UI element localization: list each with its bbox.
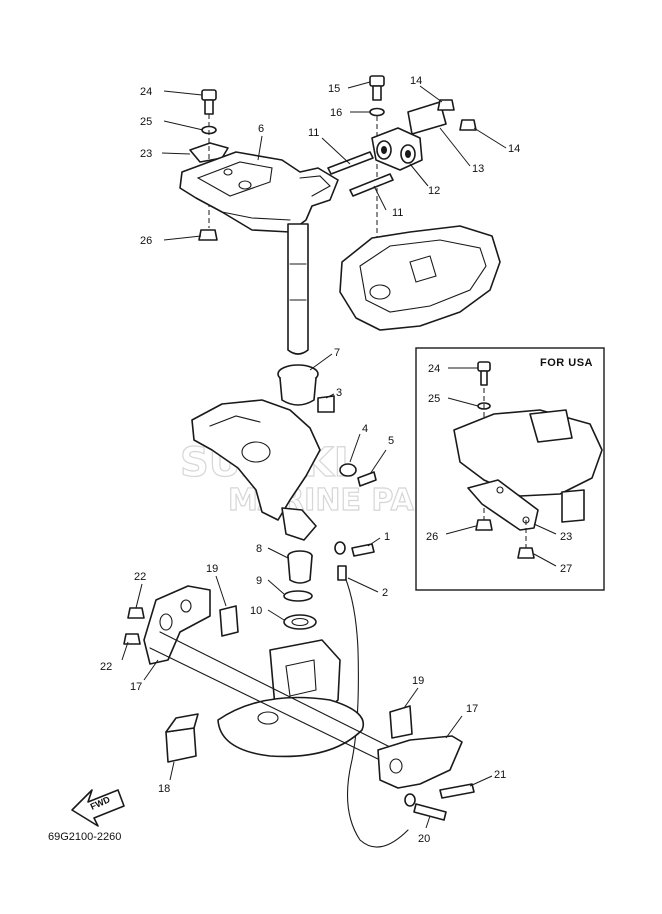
- rod-lower: [149, 647, 381, 761]
- part-26-nut: [198, 229, 218, 241]
- part-11-studs: [327, 151, 394, 197]
- part-5-bolt: [357, 471, 377, 487]
- callout-16: 16: [330, 107, 342, 119]
- upper-casing: [339, 225, 501, 331]
- part-22-nut-b: [123, 633, 141, 645]
- part-16-washer: [369, 107, 385, 117]
- part-18-block: [165, 713, 199, 763]
- callout-14-top: 14: [410, 75, 422, 87]
- callout-17-right: 17: [466, 703, 478, 715]
- fwd-arrow-icon: FWD: [71, 789, 125, 827]
- inset-title: FOR USA: [540, 357, 593, 369]
- part-1-bolt: [351, 543, 375, 557]
- callout-2: 2: [382, 587, 388, 599]
- inset-for-usa: FOR USA: [415, 347, 605, 591]
- callout-17-left: 17: [130, 681, 142, 693]
- part-9-o-ring: [283, 590, 313, 602]
- part-2-wire: [341, 569, 409, 848]
- callout-24: 24: [140, 86, 152, 98]
- callout-5: 5: [388, 435, 394, 447]
- part-14-nut-b: [459, 119, 477, 131]
- inset-callout-27: 27: [560, 563, 572, 575]
- leader-lines: [121, 81, 557, 829]
- swivel-bracket: [191, 399, 321, 541]
- callout-7: 7: [334, 347, 340, 359]
- wire-connector: [337, 565, 347, 581]
- inset-callout-23: 23: [560, 531, 572, 543]
- callout-14-right: 14: [508, 143, 520, 155]
- lower-clamp-assembly: [217, 639, 365, 758]
- callout-22-top: 22: [134, 571, 146, 583]
- callout-8: 8: [256, 543, 262, 555]
- callout-18: 18: [158, 783, 170, 795]
- callout-26: 26: [140, 235, 152, 247]
- wire-terminal: [334, 541, 346, 555]
- callout-22-bottom: 22: [100, 661, 112, 673]
- callout-19-left: 19: [206, 563, 218, 575]
- callout-11-top: 11: [308, 127, 319, 139]
- part-17-clamp-left: [143, 585, 211, 665]
- wire-terminal-lower: [404, 793, 416, 807]
- part-19-pad-right: [389, 705, 413, 739]
- callout-13: 13: [472, 163, 484, 175]
- callout-10: 10: [250, 605, 262, 617]
- callout-23: 23: [140, 148, 152, 160]
- part-10-seal: [283, 614, 317, 630]
- callout-11-bottom: 11: [392, 207, 403, 219]
- part-23-plate: [189, 142, 229, 163]
- part-14-nut-a: [437, 99, 455, 111]
- callout-labels: 24 25 23 26 6 15 16 14 14 11 11 12 13 7 …: [100, 75, 572, 845]
- callout-12: 12: [428, 185, 440, 197]
- diagram-code: 69G2100-2260: [48, 831, 121, 843]
- inset-callout-25: 25: [428, 393, 440, 405]
- part-22-nut-a: [127, 607, 145, 619]
- callout-19-right: 19: [412, 675, 424, 687]
- part-20-bolt: [413, 803, 447, 821]
- callout-15: 15: [328, 83, 340, 95]
- part-4-grease-nipple: [339, 463, 357, 477]
- part-12-mount: [371, 127, 423, 171]
- part-13-plate: [407, 101, 447, 135]
- callout-21: 21: [494, 769, 506, 781]
- part-3-plate: [317, 395, 335, 413]
- part-17-clamp-right: [377, 735, 463, 789]
- callout-3: 3: [336, 387, 342, 399]
- part-24-bolt: [201, 89, 217, 115]
- callout-4: 4: [362, 423, 368, 435]
- part-21-bolt: [439, 783, 475, 799]
- part-8-bushing: [287, 550, 313, 584]
- inset-callout-24: 24: [428, 363, 440, 375]
- callout-1: 1: [384, 531, 390, 543]
- callout-20: 20: [418, 833, 430, 845]
- callout-25: 25: [140, 116, 152, 128]
- callout-9: 9: [256, 575, 262, 587]
- part-19-pad-left: [219, 605, 239, 637]
- part-6-steering-bracket: [179, 151, 339, 355]
- inset-callout-26: 26: [426, 531, 438, 543]
- part-15-bolt: [369, 75, 385, 101]
- part-7-bushing: [277, 364, 319, 406]
- rod-upper: [159, 631, 401, 753]
- callout-6: 6: [258, 123, 264, 135]
